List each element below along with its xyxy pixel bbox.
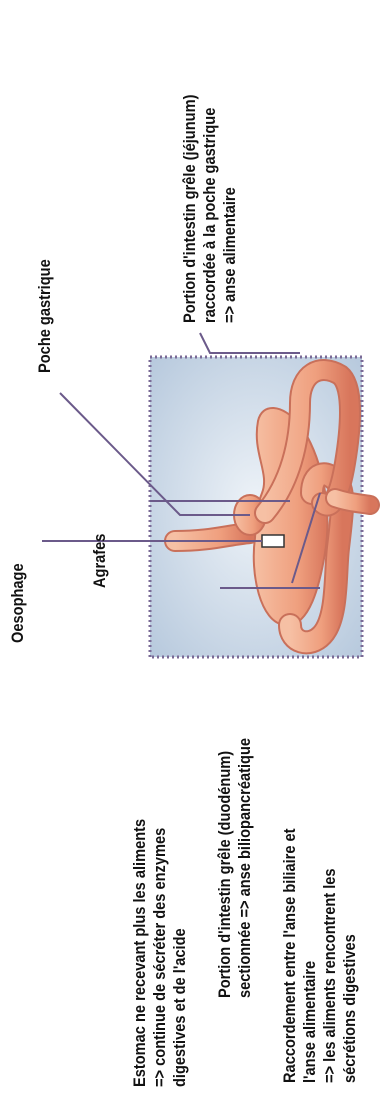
staples-marker	[262, 535, 284, 547]
label-poche: Poche gastrique	[35, 259, 55, 373]
label-estomac: Estomac ne recevant plus les aliments =>…	[130, 819, 190, 1087]
pointer-jejunum	[200, 333, 300, 353]
label-oesophage: Oesophage	[8, 563, 28, 643]
label-agrafes: Agrafes	[90, 534, 110, 588]
label-duodenum: Portion d'intestin grêle (duodénum) sect…	[215, 738, 255, 998]
label-jejunum: Portion d'intestin grêle (jéjunum) racco…	[180, 95, 240, 323]
label-raccordement: Raccordement entre l'anse biliaire et l'…	[280, 828, 360, 1083]
